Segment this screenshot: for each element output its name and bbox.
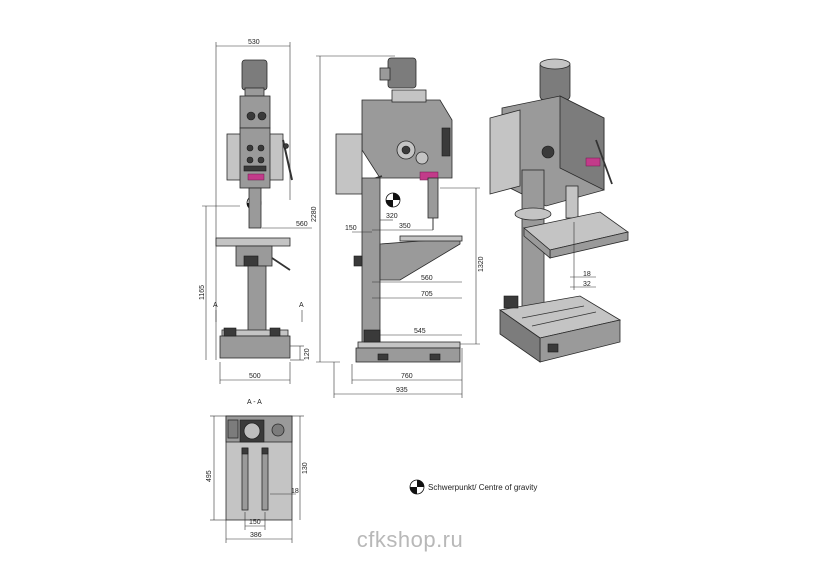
dim-section-width: 386 — [250, 532, 262, 539]
legend: Schwerpunkt/ Centre of gravity — [409, 479, 537, 495]
watermark-text: cfkshop.ru — [356, 527, 464, 552]
dim-side-total-depth: 935 — [396, 387, 408, 394]
dim-section-slot-spacing: 150 — [249, 519, 261, 526]
dim-front-width-top: 530 — [248, 39, 260, 46]
iso-view: 18 32 — [489, 58, 629, 363]
dim-front-table-offset: 560 — [296, 221, 308, 228]
dim-front-table-height: 1165 — [199, 285, 206, 300]
dim-iso-slot-a: 18 — [583, 271, 591, 278]
legend-label: Schwerpunkt/ Centre of gravity — [428, 483, 537, 492]
dim-side-column-offset: 150 — [345, 225, 357, 232]
section-view: A - A 495 130 18 150 386 — [206, 399, 309, 543]
dim-side-base-length: 760 — [401, 373, 413, 380]
dim-section-slot-width: 18 — [291, 488, 299, 495]
section-marker-right: A — [299, 302, 304, 309]
dim-section-slot-height: 130 — [302, 462, 309, 474]
dim-side-table-reach: 560 — [421, 275, 433, 282]
dim-front-base-height: 120 — [304, 348, 311, 360]
dim-side-cg-x: 320 — [386, 213, 398, 220]
dim-side-spindle-height: 1320 — [478, 256, 485, 272]
dim-section-depth: 495 — [206, 470, 213, 482]
section-title: A - A — [247, 399, 262, 406]
dim-side-base-reach: 545 — [414, 328, 426, 335]
dim-side-total-height: 2280 — [311, 206, 318, 222]
section-marker-left: A — [213, 302, 218, 309]
dim-side-table-front: 705 — [421, 291, 433, 298]
dim-side-spindle-distance: 350 — [399, 223, 411, 230]
centre-of-gravity-icon — [409, 479, 425, 495]
dim-front-base-width: 500 — [249, 373, 261, 380]
side-view: 2280 1320 — [311, 55, 485, 398]
front-view: 530 — [199, 39, 312, 384]
dim-iso-slot-b: 32 — [583, 281, 591, 288]
